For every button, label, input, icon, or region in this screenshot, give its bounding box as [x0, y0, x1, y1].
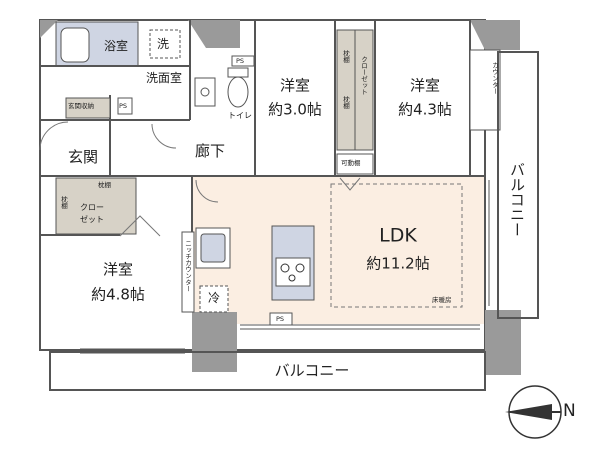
room-western-b-size: 約4.3帖 — [398, 100, 452, 119]
shelf-label-a: 枕棚 — [341, 50, 350, 63]
counter-label: カウンター — [490, 62, 499, 95]
room-western-a-name: 洋室 — [279, 76, 311, 95]
ps-box-entrance — [117, 97, 133, 115]
room-western-c-name: 洋室 — [102, 260, 134, 279]
fridge-label: 冷 — [208, 291, 221, 305]
shelf-label-d: 枕棚 — [59, 196, 68, 209]
shelf-column — [336, 29, 356, 151]
closet-label-bottom: ゼット — [80, 215, 104, 224]
closet-column — [354, 29, 374, 151]
room-ldk-name: LDK — [379, 224, 417, 247]
pillar-n1 — [188, 20, 240, 48]
counter-box — [469, 49, 501, 131]
ps-label-toilet: PS — [236, 57, 245, 65]
balcony-east-label: バルコニー — [508, 162, 526, 237]
door-swings — [39, 121, 361, 237]
hallway-label: 廊下 — [195, 142, 226, 160]
ldk-floor — [192, 176, 484, 324]
toilet-tank — [227, 67, 249, 78]
shelf-label-c: 枕棚 — [98, 181, 111, 189]
floor-heating-label: 床暖房 — [432, 296, 452, 304]
compass-icon — [505, 385, 562, 439]
room-western-c-size: 約4.8帖 — [91, 285, 145, 304]
washer-box — [149, 29, 181, 59]
interior-walls — [40, 20, 484, 312]
washer-label: 洗 — [157, 37, 170, 51]
closet-label-vertical: クローゼット — [359, 56, 368, 95]
balcony-east — [497, 51, 539, 319]
room-western-b-name: 洋室 — [409, 76, 441, 95]
balcony-south — [49, 351, 486, 391]
compass-north-label: N — [563, 401, 576, 421]
entrance-storage-box — [65, 97, 111, 119]
washroom-label: 洗面室 — [146, 71, 183, 85]
entrance-storage-label: 玄関収納 — [68, 102, 94, 110]
room-ldk-size: 約11.2帖 — [366, 254, 430, 273]
pillar-se — [485, 310, 521, 375]
pillar-s1 — [192, 312, 237, 372]
ps-box-toilet — [231, 55, 255, 67]
bath-label: 浴室 — [104, 39, 129, 53]
room-western-a-size: 約3.0帖 — [268, 100, 322, 119]
fridge-box — [199, 285, 229, 313]
ps-label-ldk: PS — [276, 315, 285, 323]
shelf-label-b: 枕棚 — [341, 96, 350, 109]
closet-western-c — [55, 177, 137, 235]
movable-shelf-box — [336, 153, 374, 175]
washroom-sink — [194, 77, 216, 107]
balcony-south-label: バルコニー — [274, 361, 350, 380]
pillar-ne — [470, 20, 520, 50]
stove — [275, 257, 311, 287]
pillar-nw — [40, 20, 58, 38]
bathtub — [60, 27, 90, 63]
niche-counter-label: ニッチカウンター — [183, 240, 192, 292]
niche-counter-box — [181, 231, 195, 313]
toilet-label: トイレ — [228, 111, 252, 120]
entrance-label: 玄関 — [68, 148, 99, 166]
floor-heating-area — [330, 183, 463, 308]
movable-shelf-label: 可動棚 — [341, 159, 361, 167]
closet-label-top: クロー — [80, 203, 104, 212]
toilet-bowl — [227, 76, 249, 108]
ps-label-entrance: PS — [119, 102, 128, 110]
